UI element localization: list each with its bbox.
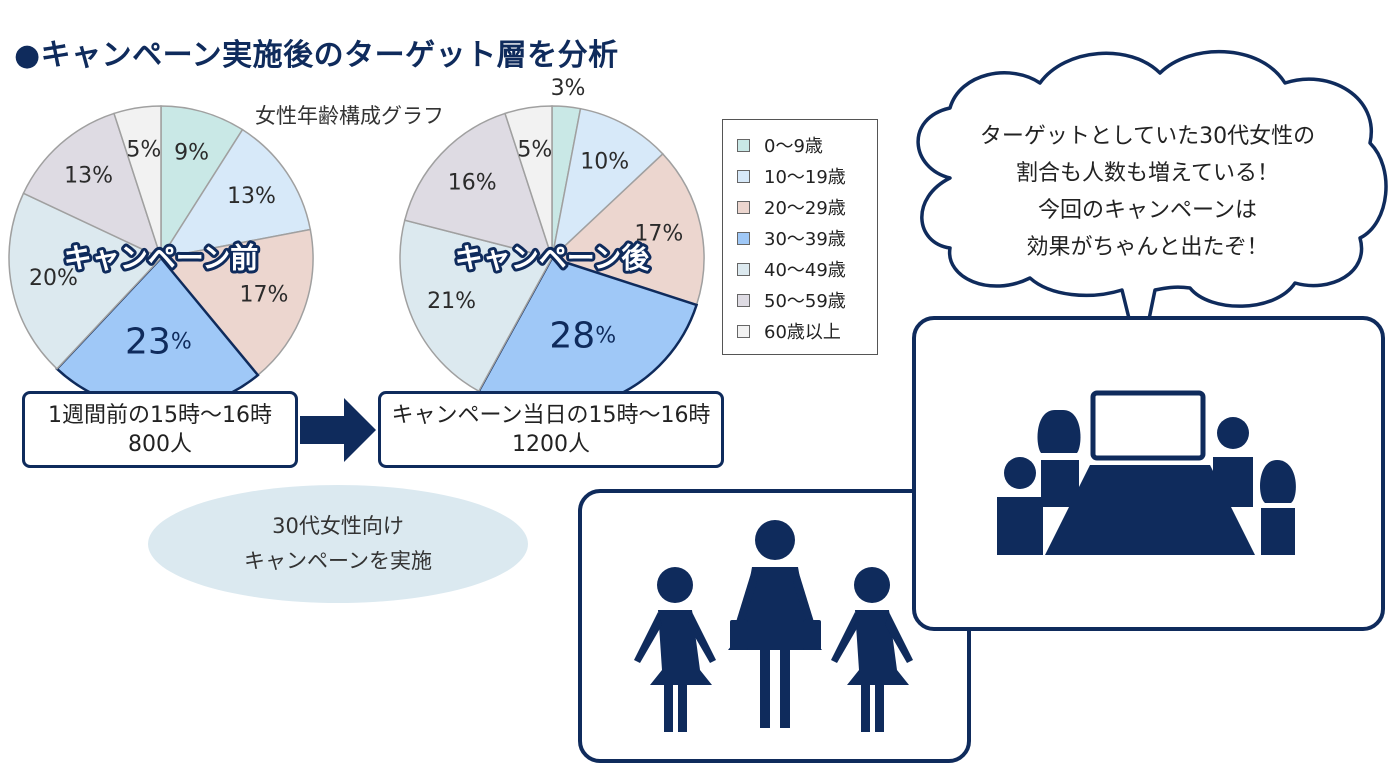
pie-after-label-2: 17% [634, 222, 683, 247]
pie-before-label-2: 17% [240, 283, 289, 308]
legend-item-3: 30～39歳 [737, 225, 846, 251]
meeting-table-icon [997, 390, 1296, 555]
chart-caption: 女性年齢構成グラフ [255, 104, 444, 128]
campaign-line-1: 30代女性向け [272, 514, 404, 538]
before-period: 1週間前の15時～16時 [48, 403, 272, 428]
pie-after-slice-1 [550, 107, 664, 261]
legend-label: 30～39歳 [764, 229, 846, 250]
pie-chart-before: 9% 13% 17% 23% 20% 13% 5% キャンペーン前 [8, 105, 314, 412]
pie-after-label-0: 3% [551, 76, 586, 101]
pie-before-slice-0 [160, 105, 244, 261]
pie-after-label-4: 21% [427, 289, 476, 314]
pie-before-slice-6 [113, 105, 162, 259]
legend-label: 10～19歳 [764, 167, 846, 188]
pie-before-label-3: 23% [125, 321, 192, 362]
after-period: キャンペーン当日の15時～16時 [391, 403, 711, 428]
speech-text: ターゲットとしていた30代女性の 割合も人数も増えている！ 今回のキャンペーンは… [925, 118, 1370, 266]
after-count-box: キャンペーン当日の15時～16時 1200人 [378, 391, 724, 468]
legend-swatch [737, 262, 750, 276]
legend-item-1: 10～19歳 [737, 163, 846, 189]
speech-line-2: 割合も人数も増えている！ [1016, 161, 1279, 186]
legend-item-4: 40～49歳 [737, 256, 846, 282]
legend-swatch [737, 200, 750, 214]
pie-chart-after: 3% 10% 17% 28% 21% 16% 5% キャンペーン後 [399, 76, 705, 412]
pie-before-slice-2 [159, 228, 314, 377]
pie-after-slice-5 [403, 112, 554, 260]
thought-cloud-icon [916, 49, 1388, 365]
pie-after-slice-4 [399, 219, 554, 393]
legend-item-2: 20～29歳 [737, 194, 846, 220]
pie-before-center-label: キャンペーン前 [64, 242, 259, 275]
pie-before-label-1: 13% [227, 184, 276, 209]
campaign-note: 30代女性向け キャンペーンを実施 [148, 485, 528, 603]
legend-label: 40～49歳 [764, 260, 846, 281]
pie-before-label-6: 5% [126, 137, 161, 162]
pie-after-label-1: 10% [580, 150, 629, 175]
legend-swatch [737, 138, 750, 152]
before-count-box: 1週間前の15時～16時 800人 [22, 391, 298, 468]
pie-after-slice-6 [504, 105, 553, 259]
after-count: 1200人 [512, 432, 590, 457]
speech-line-1: ターゲットとしていた30代女性の [979, 124, 1316, 149]
legend-item-6: 60歳以上 [737, 318, 841, 344]
legend-item-0: 0～9歳 [737, 132, 823, 158]
speech-line-4: 効果がちゃんと出たぞ！ [1026, 235, 1269, 260]
pie-after-label-5: 16% [448, 171, 497, 196]
campaign-line-2: キャンペーンを実施 [244, 549, 432, 573]
legend-swatch [737, 231, 750, 245]
legend-label: 20～29歳 [764, 198, 846, 219]
legend-label: 60歳以上 [764, 322, 841, 343]
page-title: ●キャンペーン実施後のターゲット層を分析 [14, 38, 619, 73]
legend-label: 0～9歳 [764, 136, 823, 157]
pie-after-label-6: 5% [517, 137, 552, 162]
pie-before-slice-1 [159, 128, 312, 260]
speech-line-3: 今回のキャンペーンは [1038, 198, 1257, 223]
legend-swatch [737, 293, 750, 307]
legend-label: 50～59歳 [764, 291, 846, 312]
legend-swatch [737, 169, 750, 183]
before-count: 800人 [128, 432, 192, 457]
pie-before-label-0: 9% [174, 140, 209, 165]
legend-swatch [737, 324, 750, 338]
pie-after-center-label: キャンペーン後 [455, 242, 651, 275]
pie-before-label-4: 20% [29, 266, 78, 291]
pie-before-slice-4 [8, 192, 163, 370]
arrow-right-icon [300, 398, 376, 462]
pie-after-label-3: 28% [549, 315, 616, 356]
women-group-icon [634, 520, 913, 732]
pie-before-slice-5 [22, 112, 163, 260]
pie-before-label-5: 13% [64, 163, 113, 188]
pie-after-slice-2 [550, 152, 705, 306]
legend-item-5: 50～59歳 [737, 287, 846, 313]
chart-legend: 0～9歳 10～19歳 20～29歳 30～39歳 40～49歳 50～59歳 60歳以上 [722, 119, 878, 355]
